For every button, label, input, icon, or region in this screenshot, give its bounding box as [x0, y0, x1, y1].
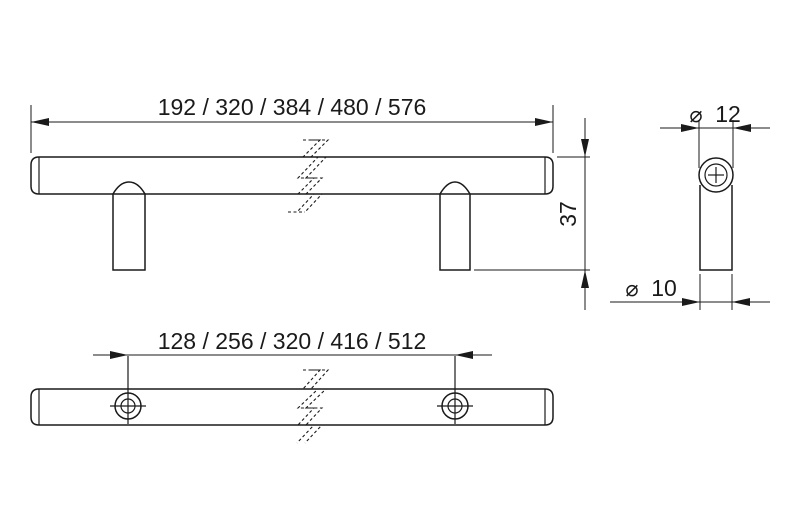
tube-end-circle [698, 157, 734, 193]
height-label: 37 [555, 201, 581, 227]
leg-diameter-dimension [610, 274, 770, 310]
zigzag-break-icon [288, 139, 330, 213]
front-leg-right [439, 181, 471, 271]
screw-hole-icon [437, 356, 473, 424]
overall-length-dimension [30, 105, 554, 153]
screw-hole-icon [110, 356, 146, 424]
side-leg [699, 185, 733, 271]
front-view: 192 / 320 / 384 / 480 / 576 37 [30, 94, 590, 310]
tube-diameter-label: 12 [715, 101, 741, 127]
hole-spacing-label: 128 / 256 / 320 / 416 / 512 [158, 328, 427, 354]
tube-diameter-symbol: ⌀ [689, 103, 702, 128]
tube-diameter-dimension [660, 120, 770, 168]
top-bar-right [300, 388, 554, 426]
leg-diameter-symbol: ⌀ [625, 277, 638, 302]
front-leg-left [112, 181, 146, 271]
side-view: ⌀ 12 ⌀ 10 [610, 101, 770, 310]
top-view: 128 / 256 / 320 / 416 / 512 [30, 328, 554, 444]
height-dimension [474, 118, 590, 310]
zigzag-break-icon [296, 369, 330, 444]
top-bar-left [30, 388, 300, 426]
leg-diameter-label: 10 [651, 275, 677, 301]
front-bar-left [30, 156, 300, 195]
overall-length-label: 192 / 320 / 384 / 480 / 576 [158, 94, 427, 120]
front-bar-right [300, 156, 554, 195]
hole-spacing-dimension [93, 351, 492, 359]
